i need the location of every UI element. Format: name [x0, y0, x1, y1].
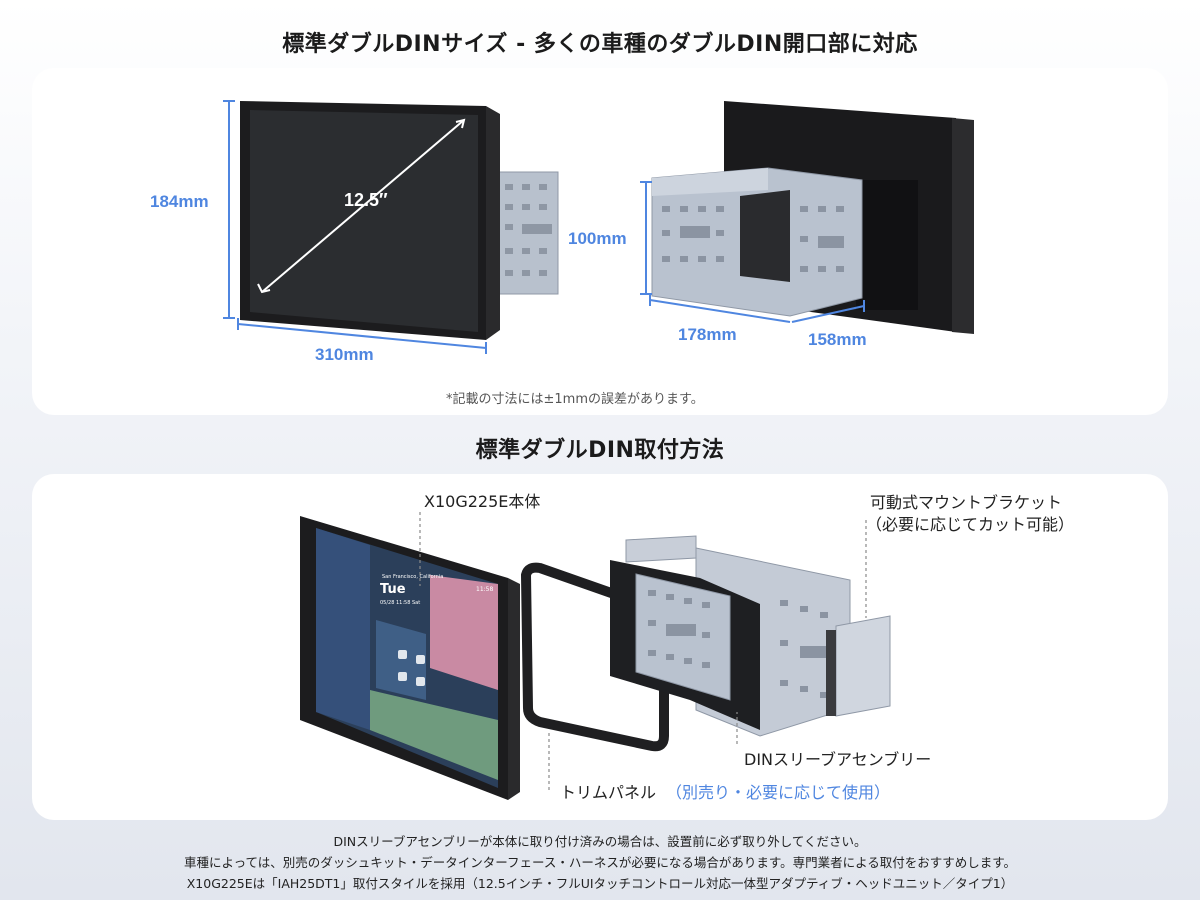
screen-ui-date: 05/28 11:58 Sat [380, 600, 421, 606]
front-view-device [240, 101, 559, 340]
footer-line-1: DINスリーブアセンブリーが本体に取り付け済みの場合は、設置前に必ず取り外してく… [333, 834, 867, 849]
bracket-label-line1: 可動式マウントブラケット [870, 493, 1063, 512]
trim-panel-label: トリムパネル [560, 783, 657, 802]
main-unit-label: X10G225E本体 [424, 492, 541, 511]
din-sleeve-assembly [610, 535, 891, 737]
sleeve-depth-label: 158mm [808, 330, 867, 349]
front-height-label: 184mm [150, 192, 209, 211]
tolerance-note: *記載の寸法には±1mmの誤差があります。 [446, 392, 704, 407]
size-panel [32, 68, 1168, 415]
screen-ui-location: San Francisco, California [382, 574, 444, 580]
footer-notes: DINスリーブアセンブリーが本体に取り付け済みの場合は、設置前に必ず取り外してく… [0, 831, 1200, 894]
front-width-label: 310mm [315, 345, 374, 364]
screen-ui-day: Tue [380, 582, 406, 597]
rear-dimension-lines [640, 181, 865, 323]
sleeve-height-label: 100mm [568, 229, 627, 248]
sleeve-width-label: 178mm [678, 325, 737, 344]
sleeve-label: DINスリーブアセンブリー [744, 750, 932, 769]
footer-line-3: X10G225Eは「IAH25DT1」取付スタイルを採用（12.5インチ・フルU… [186, 876, 1014, 891]
screen-ui-clock: 11:58 [476, 586, 494, 593]
front-dimension-lines [223, 100, 487, 354]
trim-panel-frame [520, 562, 669, 752]
rear-view-device [651, 101, 974, 334]
trim-panel-note: （別売り・必要に応じて使用） [666, 783, 891, 802]
install-panel [32, 474, 1168, 820]
main-unit-device [300, 516, 520, 800]
size-illustration [223, 100, 974, 354]
footer-line-2: 車種によっては、別売のダッシュキット・データインターフェース・ハーネスが必要にな… [183, 855, 1016, 870]
bracket-label-line2: （必要に応じてカット可能） [866, 515, 1075, 534]
size-section-title: 標準ダブルDINサイズ - 多くの車種のダブルDIN開口部に対応 [282, 32, 918, 57]
install-section-title: 標準ダブルDIN取付方法 [475, 438, 725, 463]
install-illustration [300, 512, 891, 800]
screen-size-label: 12.5″ [344, 190, 388, 210]
leader-lines [419, 512, 867, 790]
